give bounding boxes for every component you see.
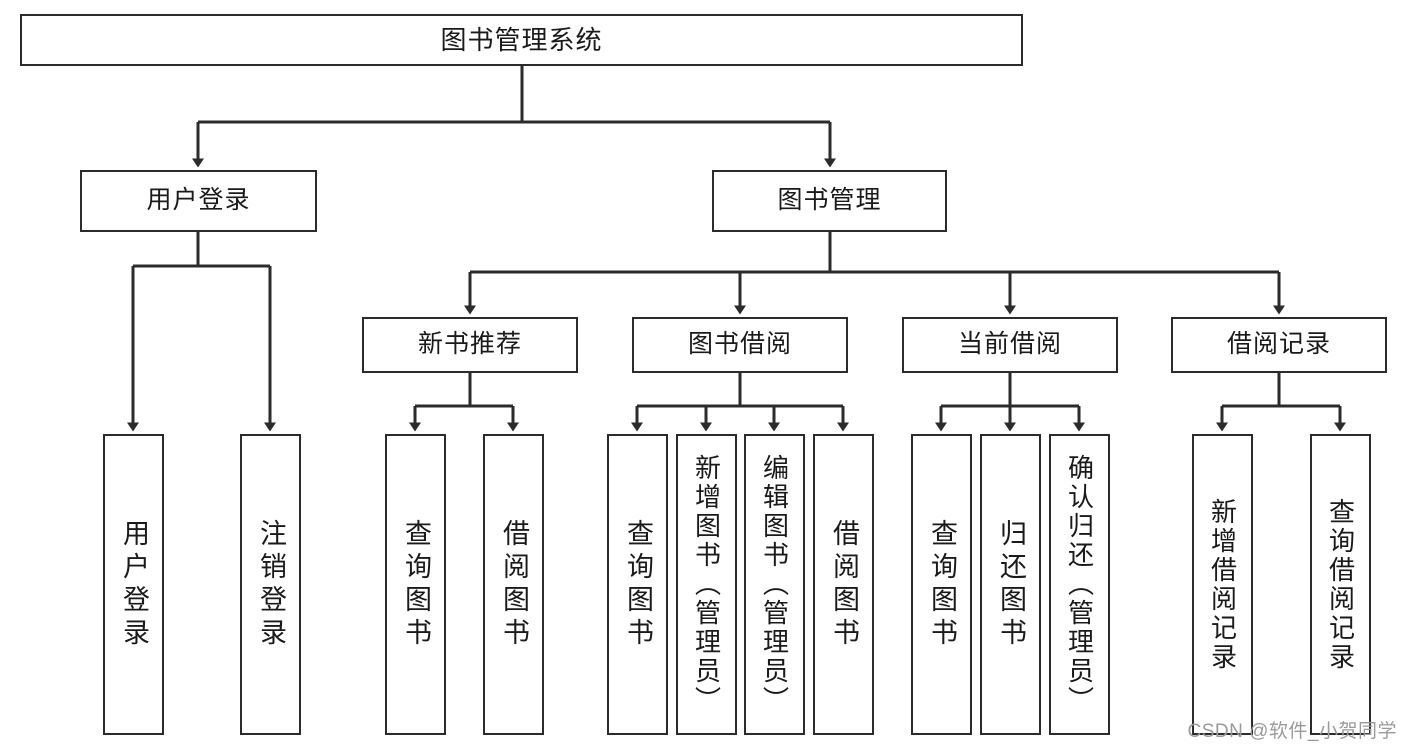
node-label: 确认归还（管理员） (1064, 454, 1095, 715)
node-book-manage[interactable]: 图书管理 (712, 170, 947, 232)
node-label: 新增借阅记录 (1207, 497, 1238, 672)
leaf-borrow-query[interactable]: 查询图书 (607, 434, 668, 735)
leaf-new-book-borrow[interactable]: 借阅图书 (483, 434, 544, 735)
csdn-watermark: CSDN @软件_小贺同学 (1187, 721, 1397, 742)
node-label: 新书推荐 (417, 330, 522, 359)
node-user-login[interactable]: 用户登录 (80, 170, 317, 232)
node-label: 查询图书 (401, 518, 431, 651)
node-label: 新增图书（管理员） (691, 454, 722, 715)
node-label: 用户登录 (119, 518, 149, 651)
leaf-record-add[interactable]: 新增借阅记录 (1192, 434, 1253, 735)
leaf-current-query[interactable]: 查询图书 (911, 434, 972, 735)
node-label: 借阅图书 (499, 518, 529, 651)
node-new-book-recommend[interactable]: 新书推荐 (362, 317, 578, 373)
leaf-user-logout[interactable]: 注销登录 (240, 434, 301, 735)
node-label: 查询图书 (927, 518, 957, 651)
node-label: 用户登录 (146, 186, 251, 215)
node-borrow-record[interactable]: 借阅记录 (1171, 317, 1387, 373)
node-label: 查询图书 (623, 518, 653, 651)
node-current-borrow[interactable]: 当前借阅 (902, 317, 1118, 373)
node-label: 当前借阅 (957, 330, 1062, 359)
leaf-current-confirm-return[interactable]: 确认归还（管理员） (1049, 434, 1110, 735)
node-label: 注销登录 (256, 518, 286, 651)
leaf-borrow-edit-book[interactable]: 编辑图书（管理员） (744, 434, 805, 735)
node-label: 查询借阅记录 (1325, 497, 1356, 672)
node-label: 图书借阅 (687, 330, 792, 359)
node-label: 借阅图书 (829, 518, 859, 651)
node-label: 编辑图书（管理员） (759, 454, 790, 715)
node-root-system[interactable]: 图书管理系统 (20, 14, 1023, 66)
node-label: 借阅记录 (1226, 330, 1331, 359)
node-label: 图书管理系统 (440, 24, 603, 55)
node-label: 图书管理 (777, 186, 882, 215)
leaf-new-book-query[interactable]: 查询图书 (385, 434, 446, 735)
leaf-user-login[interactable]: 用户登录 (103, 434, 164, 735)
node-label: 归还图书 (996, 518, 1026, 651)
leaf-current-return[interactable]: 归还图书 (980, 434, 1041, 735)
leaf-record-search[interactable]: 查询借阅记录 (1310, 434, 1371, 735)
leaf-borrow-add-book[interactable]: 新增图书（管理员） (676, 434, 737, 735)
node-book-borrow[interactable]: 图书借阅 (632, 317, 848, 373)
leaf-borrow-do-borrow[interactable]: 借阅图书 (813, 434, 874, 735)
